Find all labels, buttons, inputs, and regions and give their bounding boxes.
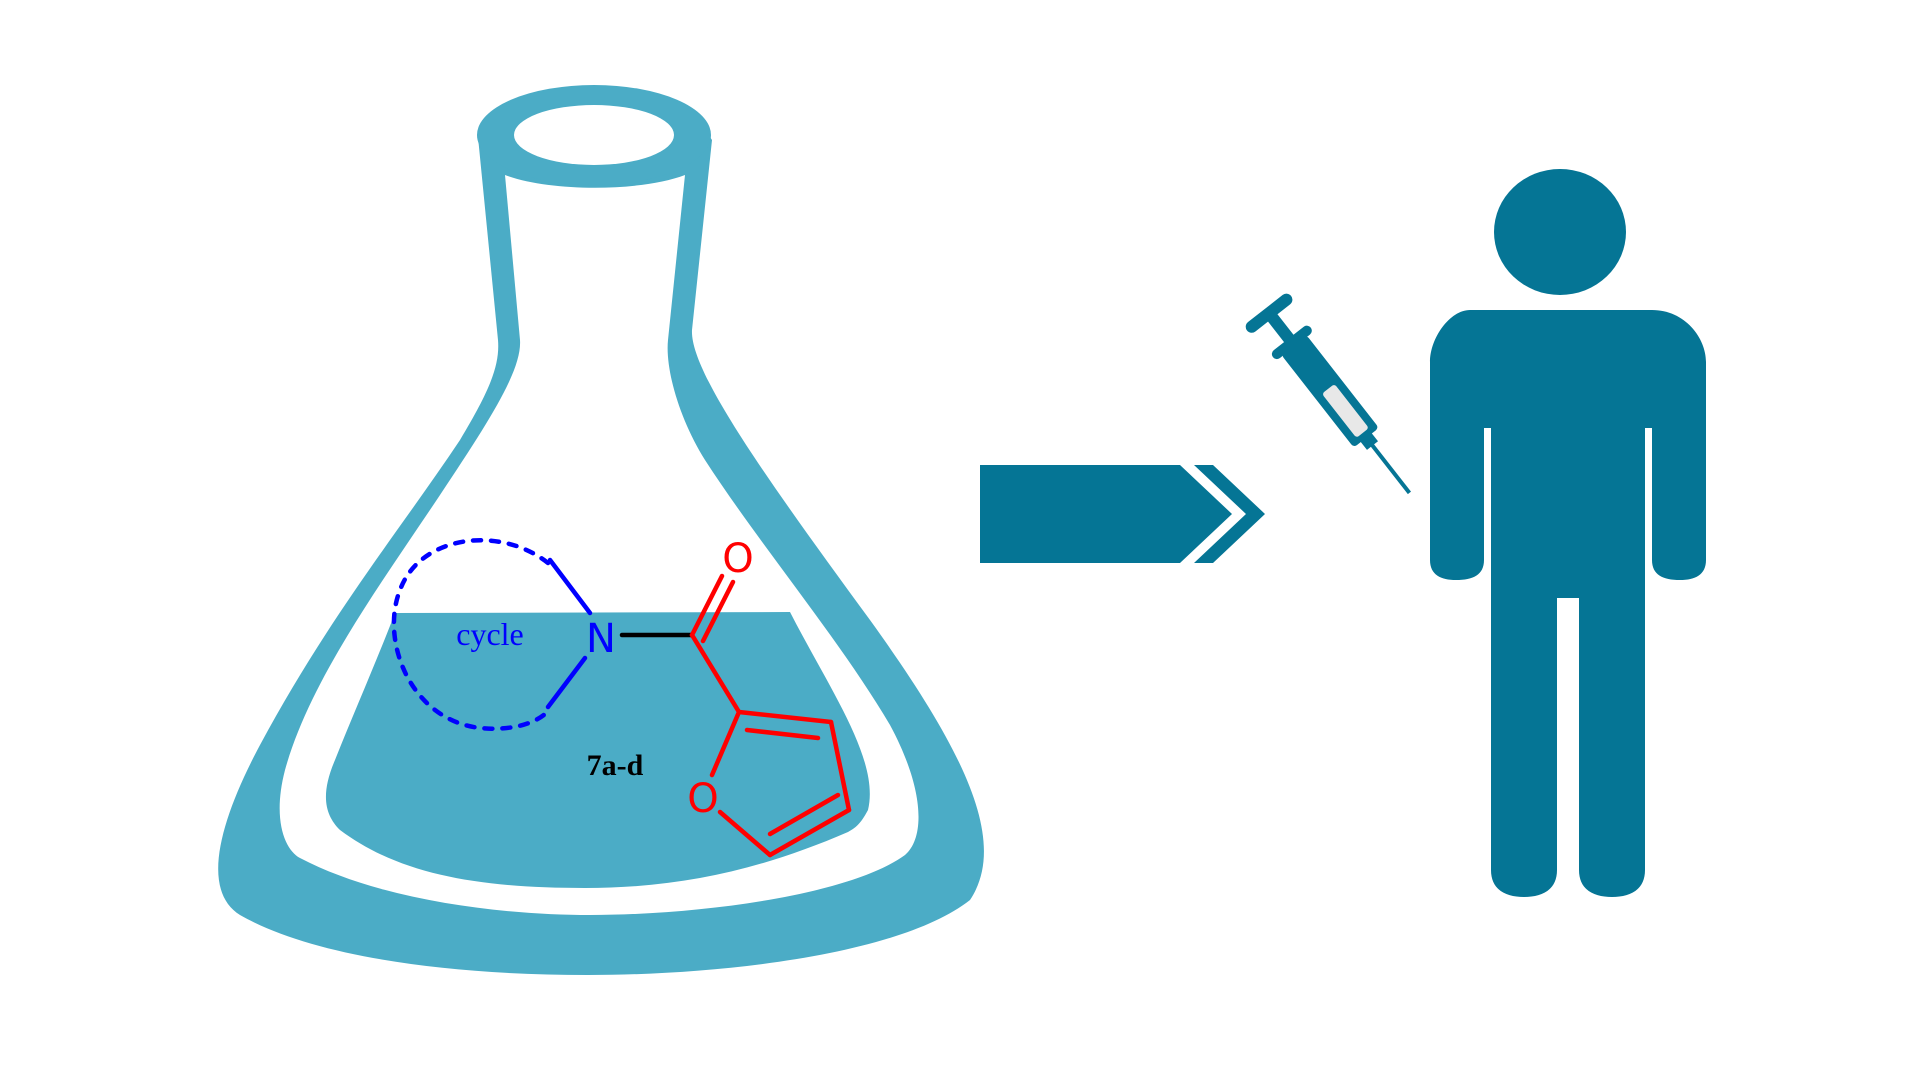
furan-c3-c4 bbox=[828, 719, 852, 813]
syringe-hub bbox=[1359, 431, 1379, 450]
n-bond-upper bbox=[547, 557, 593, 616]
flask-wall bbox=[218, 118, 984, 975]
cycle-ring bbox=[391, 538, 553, 731]
arrow-body bbox=[980, 465, 1232, 563]
furan-o-c2 bbox=[709, 709, 742, 778]
furan-c2-c3-double bbox=[744, 727, 821, 741]
syringe-flange bbox=[1271, 325, 1312, 360]
furan-oxygen-label: O bbox=[687, 776, 718, 822]
carbonyl-to-furan bbox=[689, 632, 742, 715]
furan-c4-c5-double bbox=[767, 792, 841, 837]
flask-liquid bbox=[325, 612, 870, 888]
flask-opening bbox=[514, 105, 674, 165]
syringe-needle bbox=[1369, 442, 1412, 495]
erlenmeyer-flask-icon bbox=[218, 85, 984, 975]
cycle-label: cycle bbox=[456, 616, 524, 652]
arrow-chevron bbox=[1194, 465, 1265, 563]
compound-id-label: 7a-d bbox=[587, 749, 644, 782]
syringe-fluid bbox=[1323, 385, 1368, 437]
nitrogen-atom-label: N bbox=[586, 616, 616, 662]
syringe-thumb-rest bbox=[1245, 293, 1293, 333]
person-icon bbox=[1430, 169, 1706, 897]
molecule-structure: N O O cycle 7a-d bbox=[391, 536, 852, 858]
n-bond-lower bbox=[545, 655, 588, 710]
carbonyl-oxygen-label: O bbox=[722, 536, 753, 582]
person-head bbox=[1494, 169, 1626, 295]
carbonyl-bond-2 bbox=[700, 579, 736, 644]
carbonyl-bond-1 bbox=[689, 573, 725, 638]
furan-c4-c5 bbox=[767, 807, 852, 858]
chevron-arrow-icon bbox=[980, 465, 1265, 563]
furan-c2-c3 bbox=[736, 709, 834, 725]
person-body bbox=[1430, 310, 1706, 897]
furan-c5-o bbox=[717, 809, 773, 858]
syringe-icon bbox=[1245, 293, 1412, 495]
